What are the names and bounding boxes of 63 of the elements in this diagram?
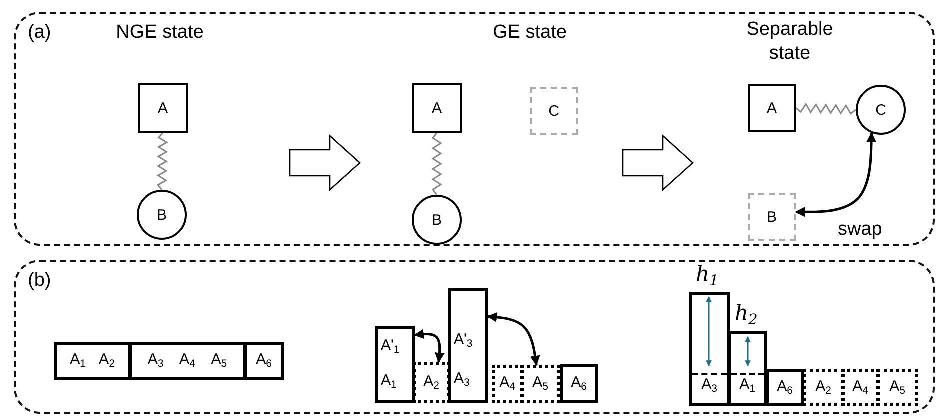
node-label: A$_{1}$ bbox=[740, 377, 756, 395]
state-heading: Separable state bbox=[746, 18, 834, 66]
block-box bbox=[129, 342, 246, 380]
node-label: A$_{3}$ bbox=[454, 371, 470, 390]
panel-frame bbox=[14, 260, 935, 414]
dotted-box bbox=[492, 365, 523, 403]
block-box bbox=[54, 342, 131, 380]
node-label: C bbox=[876, 102, 886, 118]
node-label: A$_{4}$ bbox=[852, 378, 868, 396]
node-label: A$_{2}$ bbox=[424, 374, 440, 392]
node-label: A$_{1}$ bbox=[381, 373, 397, 392]
dashed-square bbox=[530, 87, 578, 135]
node-label: A$_{5}$ bbox=[890, 378, 906, 396]
wavy-link bbox=[796, 102, 856, 115]
tall-block-box bbox=[375, 326, 415, 403]
node-label: A$_{6}$ bbox=[777, 378, 793, 396]
node-label: A$_{2}$ bbox=[99, 352, 115, 370]
wavy-link bbox=[156, 132, 168, 190]
curved-arrow bbox=[795, 132, 877, 218]
node-label: A$_{5}$ bbox=[532, 375, 548, 393]
node-label: A$_{1}$ bbox=[70, 352, 86, 370]
node-label: B bbox=[432, 212, 442, 228]
state-heading: NGE state bbox=[115, 21, 205, 45]
node-label: B bbox=[156, 208, 167, 222]
node-label: B bbox=[766, 210, 777, 224]
wavy-link bbox=[432, 132, 442, 196]
node-label: A'$_{3}$ bbox=[454, 332, 473, 350]
dotted-box bbox=[842, 369, 879, 406]
circle-node bbox=[412, 195, 462, 245]
dotted-box bbox=[877, 369, 918, 406]
node-label: C bbox=[548, 104, 560, 118]
state-heading: GE state bbox=[492, 21, 568, 45]
node-label: A bbox=[158, 100, 168, 116]
node-label: A bbox=[432, 100, 442, 116]
curved-arrow bbox=[487, 312, 540, 366]
node-label: A$_{4}$ bbox=[180, 352, 196, 370]
height-label: h$_{2}$ bbox=[735, 303, 758, 328]
square-node bbox=[748, 84, 796, 132]
node-label: A$_{5}$ bbox=[211, 352, 228, 370]
circle-node bbox=[856, 85, 906, 135]
block-box bbox=[766, 369, 804, 406]
panel-label: (b) bbox=[28, 270, 52, 292]
height-label: h$_{1}$ bbox=[696, 264, 719, 290]
node-label: A$_{3}$ bbox=[148, 352, 164, 370]
node-label: A$_{4}$ bbox=[500, 375, 516, 393]
dotted-box bbox=[521, 365, 560, 403]
curved-arrow bbox=[414, 329, 445, 363]
node-label: A bbox=[766, 100, 777, 116]
node-label: A'$_{1}$ bbox=[381, 338, 400, 356]
dashed-square bbox=[748, 193, 796, 241]
node-label: A$_{6}$ bbox=[256, 352, 272, 370]
panel-label: (a) bbox=[28, 22, 52, 44]
square-node bbox=[138, 83, 188, 133]
node-label: A$_{2}$ bbox=[816, 378, 832, 396]
square-node bbox=[412, 83, 462, 133]
block-box bbox=[560, 364, 598, 403]
block-box bbox=[244, 342, 284, 380]
circle-node bbox=[137, 190, 187, 240]
node-label: A$_{3}$ bbox=[702, 377, 718, 395]
dotted-box bbox=[413, 362, 450, 403]
node-label: A$_{6}$ bbox=[571, 374, 587, 392]
tall-block-box bbox=[448, 288, 488, 403]
dotted-box bbox=[803, 369, 844, 406]
